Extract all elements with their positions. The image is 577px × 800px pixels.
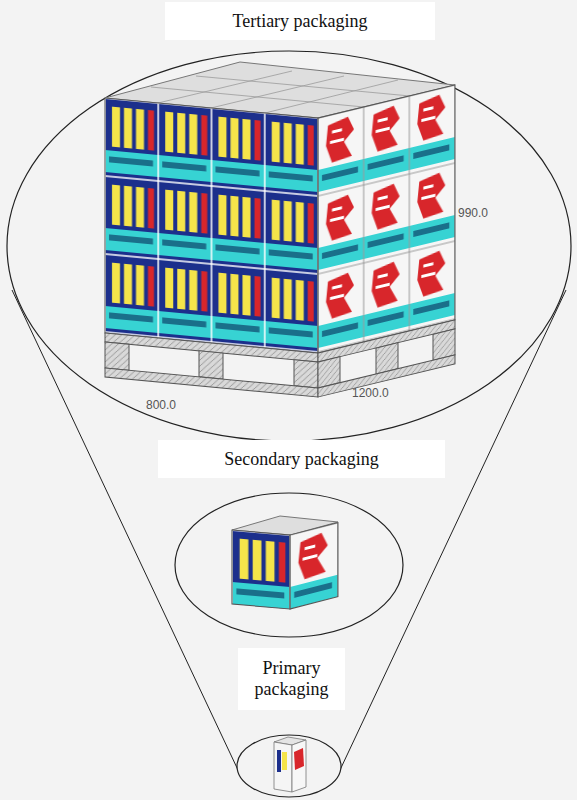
carton-logo — [294, 748, 304, 770]
dimension-label: 990.0 — [458, 206, 488, 220]
pallet-base — [105, 368, 318, 397]
label-text: Tertiary packaging — [232, 11, 367, 32]
grid-line — [151, 87, 364, 107]
load-side — [318, 85, 455, 397]
label-box: Tertiary packaging — [165, 2, 435, 40]
carton-side — [292, 740, 306, 792]
label-text: Secondary packaging — [224, 449, 378, 470]
load-front — [105, 98, 318, 397]
tertiary-ellipse — [7, 51, 571, 441]
primary-ellipse — [237, 735, 341, 797]
dimension-label: 1200.0 — [352, 386, 389, 400]
case-face — [232, 530, 290, 609]
label-box: Secondary packaging — [158, 440, 445, 478]
carton-print — [282, 752, 287, 770]
case-face — [290, 523, 338, 609]
secondary-ellipse — [175, 493, 403, 637]
case-front — [232, 530, 290, 609]
case-stack — [318, 85, 455, 353]
label-text: Primary packaging — [238, 658, 345, 699]
label-box: Primary packaging — [238, 648, 345, 710]
pallet-block — [199, 351, 223, 379]
case-stack — [105, 98, 318, 353]
carton-front — [274, 742, 292, 792]
case-side — [290, 523, 338, 609]
dimension-label: 800.0 — [146, 398, 176, 412]
carton-print — [277, 750, 281, 772]
pallet-block — [105, 342, 129, 370]
grid-line — [196, 76, 410, 96]
pallet-block — [294, 360, 318, 388]
